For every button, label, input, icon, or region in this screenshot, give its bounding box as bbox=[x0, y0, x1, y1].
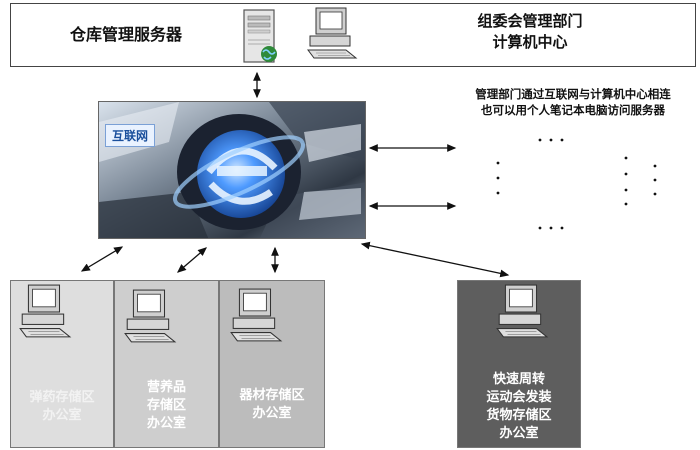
server-icon bbox=[243, 9, 277, 63]
arrow-internet-office4 bbox=[360, 241, 510, 278]
internet-label: 互联网 bbox=[105, 124, 156, 147]
server-label: 仓库管理服务器 bbox=[70, 25, 183, 44]
connection-note-line2: 也可以用个人笔记本电脑访问服务器 bbox=[481, 103, 665, 117]
office-fast-turnover-storage: 快速周转 运动会发装 货物存储区 办公室 bbox=[457, 280, 581, 448]
management-dept-line1: 组委会管理部门 bbox=[477, 12, 583, 30]
computer-icon bbox=[19, 284, 72, 338]
office-equipment-storage: 器材存储区 办公室 bbox=[219, 280, 325, 448]
management-dept-line2: 计算机中心 bbox=[492, 33, 568, 51]
internet-panel: 互联网 bbox=[98, 101, 366, 239]
office-nutrition-storage: 营养品 存储区 办公室 bbox=[114, 280, 219, 448]
office-ammunition-storage: 弹药存储区 办公室 bbox=[10, 280, 114, 448]
office-label: 器材存储区 办公室 bbox=[239, 388, 305, 421]
office-label: 营养品 存储区 办公室 bbox=[146, 380, 186, 431]
computer-icon bbox=[124, 289, 177, 343]
computer-icon bbox=[230, 288, 283, 342]
office-label: 弹药存储区 办公室 bbox=[29, 390, 95, 423]
remote-dots bbox=[496, 138, 657, 230]
arrow-internet-office2 bbox=[177, 247, 207, 273]
connection-note-line1: 管理部门通过互联网与计算机中心相连 bbox=[475, 87, 671, 101]
management-dept-label: 组委会管理部门 计算机中心 bbox=[440, 11, 620, 53]
connection-note: 管理部门通过互联网与计算机中心相连 也可以用个人笔记本电脑访问服务器 bbox=[453, 86, 693, 118]
office-label: 快速周转 运动会发装 货物存储区 办公室 bbox=[486, 372, 552, 441]
management-computer-icon bbox=[307, 7, 358, 59]
arrow-internet-office1 bbox=[80, 246, 124, 272]
computer-icon bbox=[496, 284, 549, 338]
